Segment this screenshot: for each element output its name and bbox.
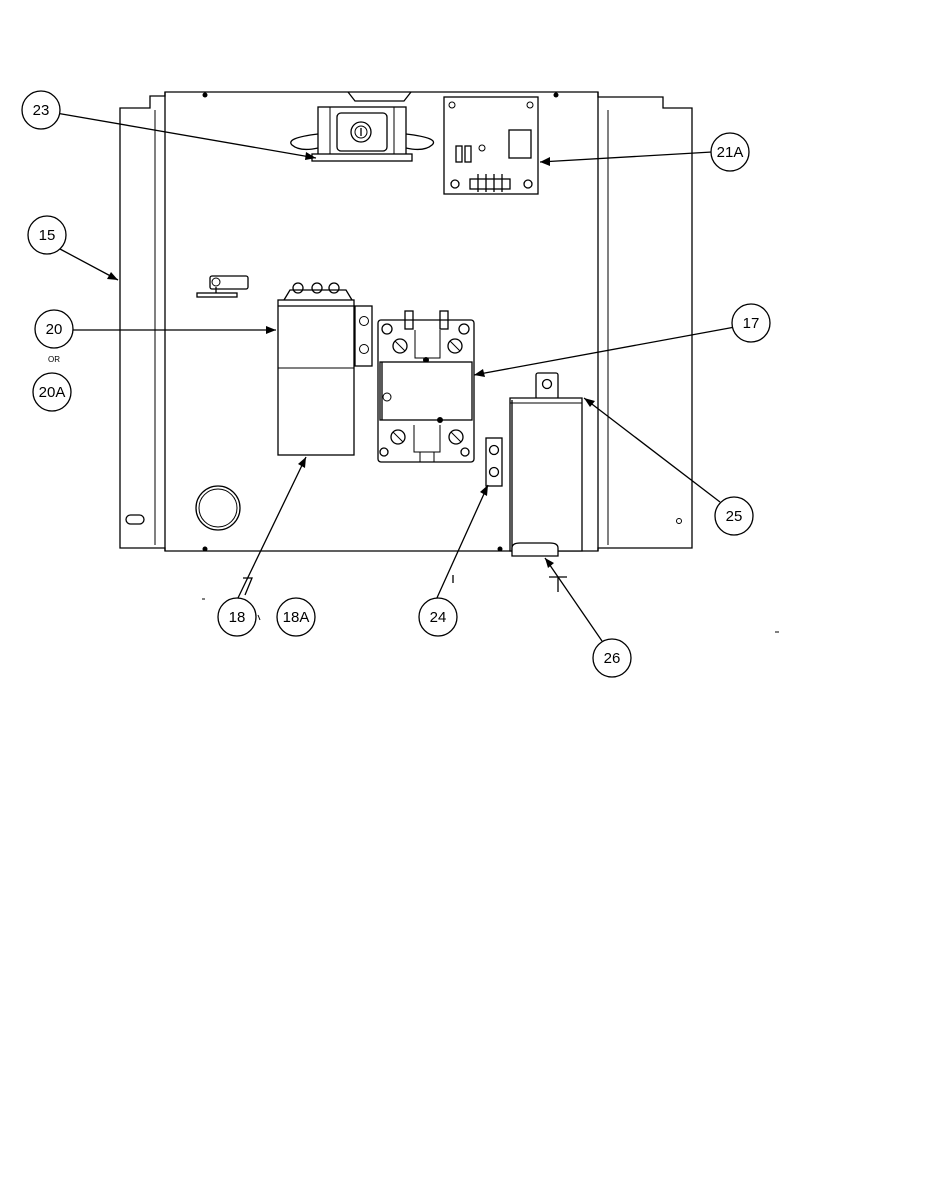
control-box-panel [119, 91, 693, 552]
callout-20a-label: 20A [39, 384, 66, 401]
callout-15-label: 15 [39, 227, 56, 244]
callout-24: 24 [418, 597, 458, 637]
callout-26: 26 [592, 638, 632, 678]
callout-26-label: 26 [604, 650, 621, 667]
ground-lug [485, 437, 503, 487]
callout-25-label: 25 [726, 508, 743, 525]
callout-23: 23 [21, 90, 61, 130]
callout-18a: 18A [276, 597, 316, 637]
callout-20: 20 [34, 309, 74, 349]
callout-20-label: 20 [46, 321, 63, 338]
callout-18-label: 18 [229, 609, 246, 626]
transformer [290, 106, 435, 162]
capacitor-bracket [196, 275, 249, 298]
callout-18: 18 [217, 597, 257, 637]
callout-20a: 20A [32, 372, 72, 412]
callout-15: 15 [27, 215, 67, 255]
callout-21a: 21A [710, 132, 750, 172]
or-label: OR [48, 355, 60, 364]
callout-23-label: 23 [33, 102, 50, 119]
callout-21a-label: 21A [717, 144, 744, 161]
callout-18a-label: 18A [283, 609, 310, 626]
callout-17-label: 17 [743, 315, 760, 332]
capacitor [277, 282, 373, 456]
callout-17: 17 [731, 303, 771, 343]
callout-24-label: 24 [430, 609, 447, 626]
callout-25: 25 [714, 496, 754, 536]
cover-shield [490, 372, 583, 557]
contactor [377, 310, 475, 463]
leader-lines [55, 112, 736, 642]
circuit-board [443, 96, 539, 195]
